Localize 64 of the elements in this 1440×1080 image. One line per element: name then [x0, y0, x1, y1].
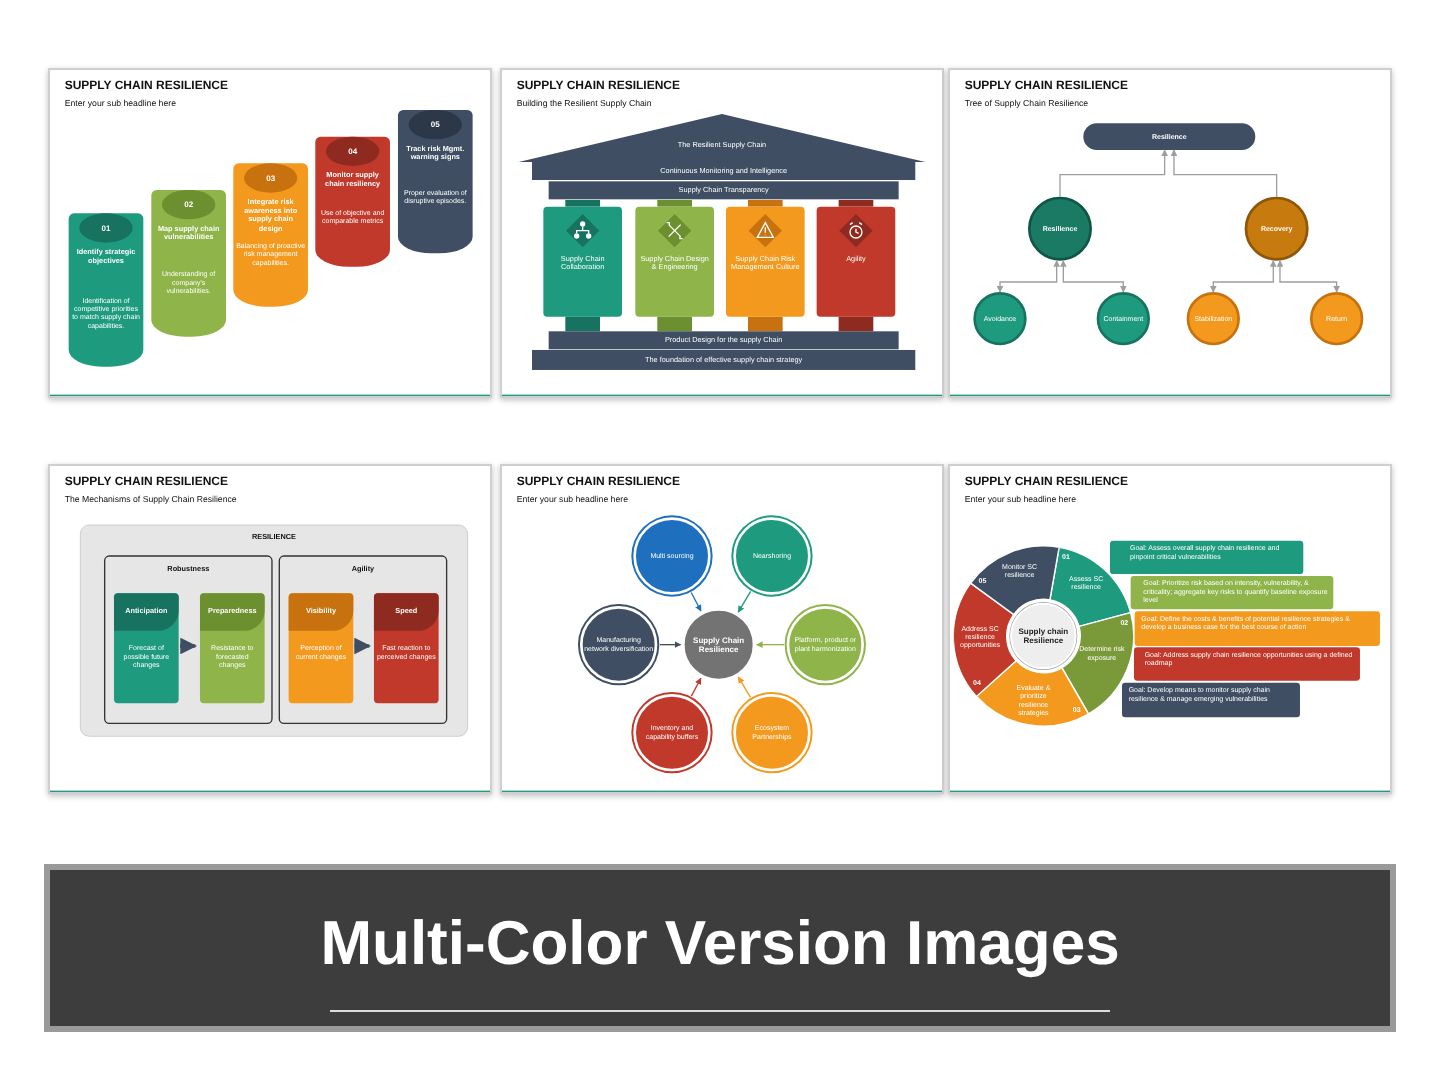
ring-segment [1049, 547, 1131, 627]
tree-circle [1186, 292, 1240, 346]
slide-thumbnail [500, 68, 944, 398]
step-card [233, 163, 308, 307]
beam-band [548, 331, 899, 350]
cycle-circle [580, 606, 658, 684]
chevron-arrow [354, 637, 371, 655]
connector-arrow [737, 676, 752, 698]
group-frame [104, 555, 273, 724]
connector-arrow [996, 260, 1060, 293]
goal-bar [1134, 647, 1360, 681]
pillar-column [543, 206, 622, 317]
tree-circle [1028, 196, 1092, 261]
chevron-arrow [180, 637, 197, 655]
mechanism-card [373, 593, 439, 704]
connector-arrow [1209, 260, 1277, 293]
roof-pediment [518, 114, 926, 162]
pillar-column [635, 206, 714, 317]
goal-bar [1130, 576, 1334, 610]
step-card [315, 136, 390, 267]
resilience-panel [80, 524, 468, 737]
connector-arrow [1060, 260, 1127, 293]
beam-band [548, 181, 899, 200]
slide-thumbnail [948, 464, 1392, 794]
step-card [68, 213, 144, 367]
slide-thumbnail [948, 68, 1392, 398]
ring-segment [953, 583, 1017, 697]
connector-arrow [1170, 149, 1278, 198]
goal-bar [1134, 611, 1380, 646]
slide-thumbnail [48, 464, 492, 794]
step-card [397, 110, 473, 254]
connector-arrow [690, 677, 702, 697]
page-title: Multi-Color Version Images [318, 906, 1122, 981]
goal-bar [1110, 540, 1304, 574]
connector-arrow [755, 641, 785, 648]
connector-arrow [690, 591, 702, 612]
mechanism-card [288, 593, 354, 704]
connector-arrow [1059, 149, 1168, 198]
pillar-column [726, 206, 805, 317]
connector-arrow [737, 590, 752, 613]
cycle-circle [733, 517, 811, 595]
cycle-circle [786, 606, 864, 684]
tree-circle [1244, 196, 1309, 261]
connector-arrow [1276, 260, 1340, 293]
tree-circle [973, 292, 1027, 346]
slide-thumbnail [48, 68, 492, 398]
mechanism-card [114, 593, 179, 704]
beam-band [532, 162, 916, 180]
pillar-column [816, 206, 896, 317]
beam-band [532, 349, 916, 370]
root-node [1083, 123, 1256, 150]
slide-thumbnail [500, 464, 944, 794]
ring-segment [970, 546, 1059, 615]
goal-bar [1122, 682, 1300, 718]
cycle-circle [733, 694, 811, 772]
tree-circle [1096, 292, 1150, 346]
step-card [151, 190, 226, 337]
cycle-circle [633, 517, 711, 595]
cycle-circle [633, 694, 711, 772]
connector-arrow [659, 641, 682, 648]
ring-segment [976, 660, 1089, 726]
mechanism-card [200, 593, 265, 704]
tree-circle [1309, 292, 1364, 346]
group-frame [278, 555, 448, 724]
